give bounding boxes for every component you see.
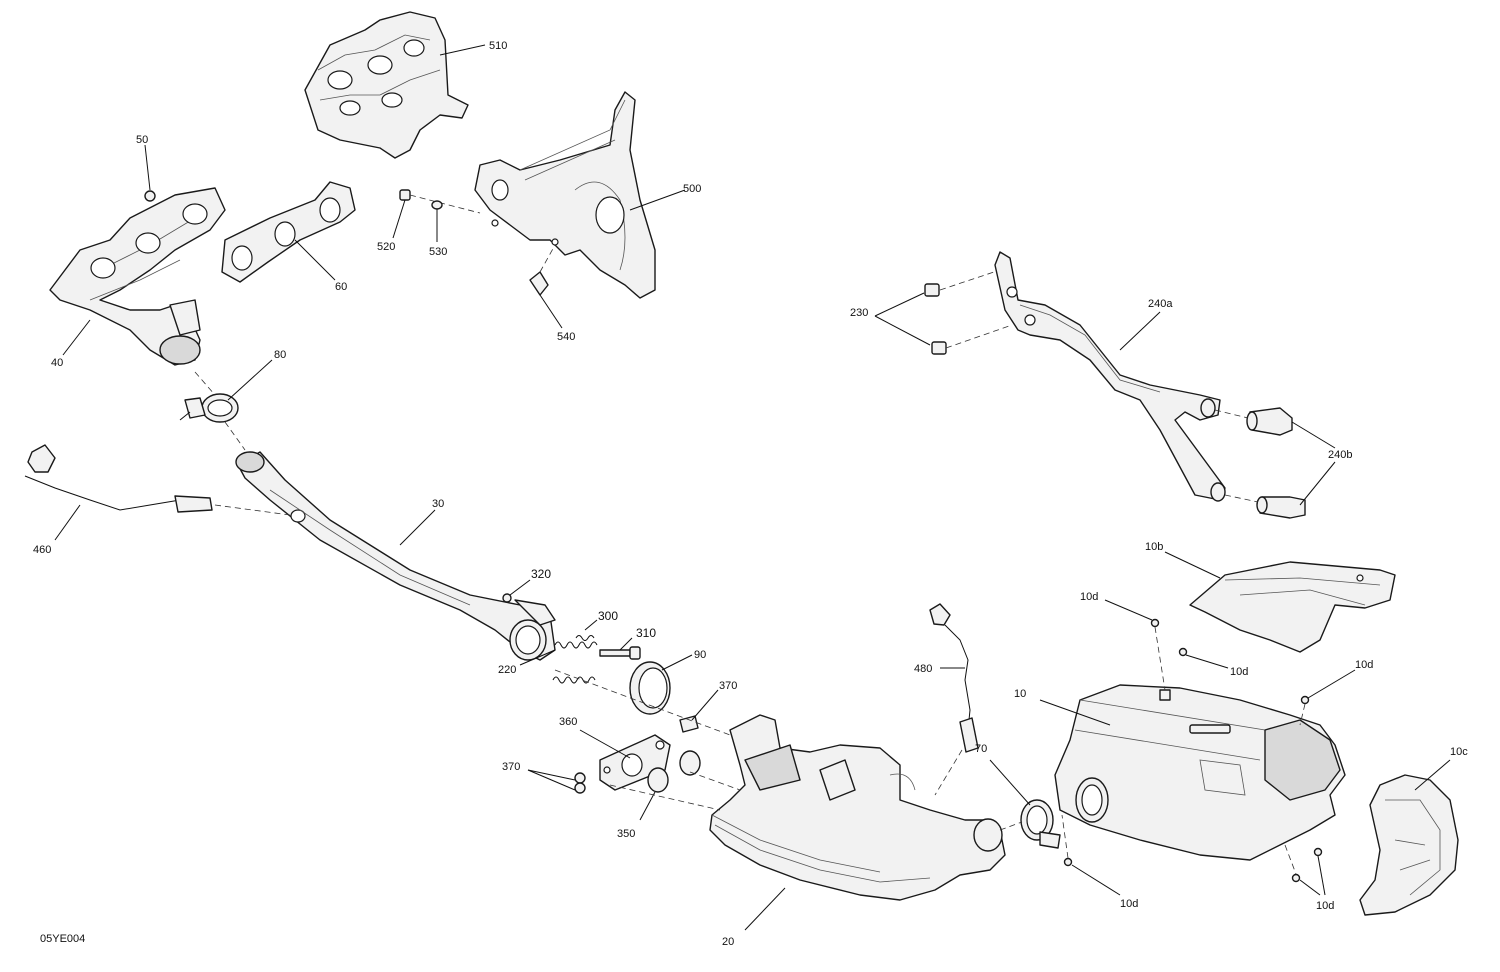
grommet-350[interactable] — [639, 750, 701, 821]
callout-10b: 10b — [1145, 541, 1163, 553]
callout-70: 70 — [975, 743, 987, 755]
callout-360: 360 — [559, 716, 577, 728]
callout-310: 310 — [636, 626, 656, 640]
bushings-240b[interactable] — [1214, 407, 1336, 519]
callout-10d-1: 10d — [1080, 591, 1098, 603]
callout-500: 500 — [683, 183, 701, 195]
fastener-10d-4[interactable] — [1061, 814, 1121, 896]
heat-shield-10b[interactable] — [1164, 551, 1396, 653]
callout-230: 230 — [850, 307, 868, 319]
callout-50: 50 — [136, 134, 148, 146]
fastener-10d-5[interactable] — [1284, 844, 1326, 896]
callout-10: 10 — [1014, 688, 1026, 700]
callout-10d-4: 10d — [1120, 898, 1138, 910]
callout-460: 460 — [33, 544, 51, 556]
bolts-370-lower[interactable] — [527, 769, 586, 794]
bolt-520[interactable] — [392, 189, 481, 239]
muffler-heat-shield[interactable] — [1039, 684, 1346, 861]
exhaust-bracket-240a[interactable] — [994, 251, 1226, 502]
bolts-230[interactable] — [874, 269, 1013, 355]
callout-30: 30 — [432, 498, 444, 510]
heat-shield-upper[interactable] — [304, 11, 486, 159]
callout-510: 510 — [489, 40, 507, 52]
callout-10c: 10c — [1450, 746, 1468, 758]
heat-shield-10c[interactable] — [1359, 759, 1459, 916]
clamp-70[interactable] — [989, 759, 1061, 849]
heat-shield-manifold[interactable] — [474, 91, 686, 299]
assembly-guide-lines — [554, 669, 741, 811]
oxygen-sensor-front[interactable] — [24, 444, 291, 541]
gasket-90[interactable] — [629, 654, 693, 715]
clip-540[interactable] — [529, 244, 563, 329]
bolt-310[interactable] — [599, 637, 641, 660]
callout-80: 80 — [274, 349, 286, 361]
fastener-10d-2[interactable] — [1178, 647, 1229, 669]
exhaust-pipe[interactable] — [235, 451, 556, 661]
callout-220: 220 — [498, 664, 516, 676]
washer-530[interactable] — [431, 200, 443, 242]
callout-300: 300 — [598, 609, 618, 623]
callout-10d-5: 10d — [1316, 900, 1334, 912]
callout-40: 40 — [51, 357, 63, 369]
callout-10d-2: 10d — [1230, 666, 1248, 678]
oxygen-sensor-rear[interactable] — [929, 603, 979, 796]
fastener-10d-1[interactable] — [1104, 599, 1166, 691]
callout-520: 520 — [377, 241, 395, 253]
manifold-gasket[interactable] — [221, 181, 356, 283]
callout-90: 90 — [694, 649, 706, 661]
callout-60: 60 — [335, 281, 347, 293]
muffler-bracket-360[interactable] — [579, 729, 671, 791]
clamp-80[interactable] — [179, 359, 273, 451]
muffler[interactable] — [709, 714, 1006, 931]
spring-300[interactable] — [575, 619, 598, 641]
spring-220[interactable] — [519, 641, 598, 684]
exhaust-manifold[interactable] — [49, 144, 226, 366]
callout-370-upper: 370 — [719, 680, 737, 692]
callout-10d-3: 10d — [1355, 659, 1373, 671]
figure-code: 05YE004 — [40, 933, 85, 945]
callout-530: 530 — [429, 246, 447, 258]
stud-370-upper[interactable] — [679, 689, 719, 733]
fastener-10d-3[interactable] — [1299, 669, 1356, 726]
callout-540: 540 — [557, 331, 575, 343]
callout-480: 480 — [914, 663, 932, 675]
callout-370-lower: 370 — [502, 761, 520, 773]
callout-240a: 240a — [1148, 298, 1173, 310]
callout-320: 320 — [531, 567, 551, 581]
callout-350: 350 — [617, 828, 635, 840]
callout-20: 20 — [722, 936, 734, 948]
callout-240b: 240b — [1328, 449, 1352, 461]
